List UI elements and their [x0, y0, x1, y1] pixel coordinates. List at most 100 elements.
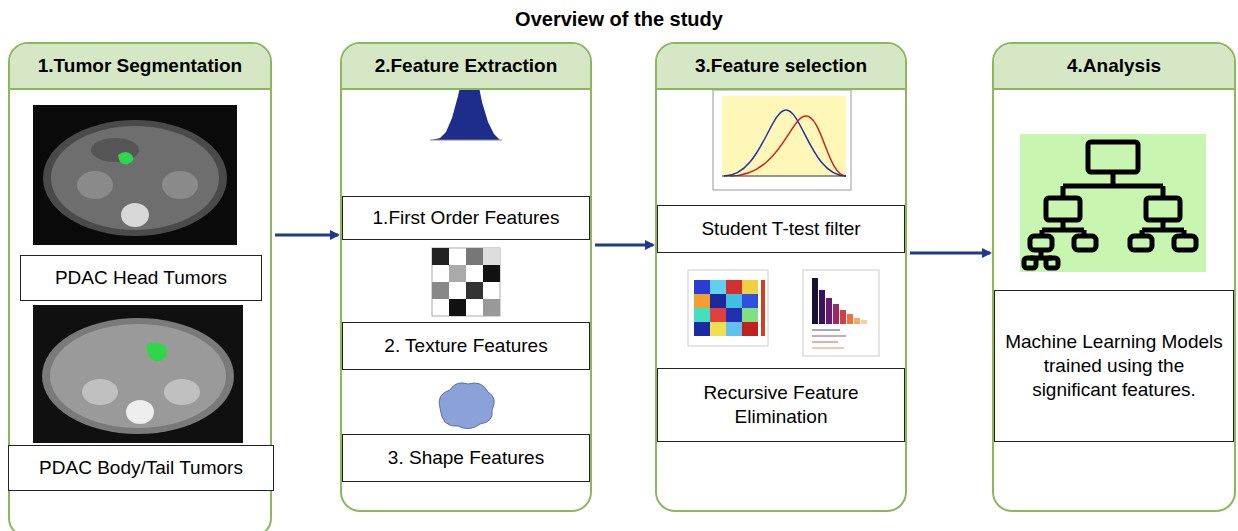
- illustration-part: [833, 304, 839, 324]
- illustration-part: [722, 176, 846, 177]
- flow-arrow: [275, 234, 338, 237]
- illustration-part: [77, 171, 113, 199]
- illustration-part: [1082, 230, 1087, 236]
- illustration-part: [722, 96, 846, 176]
- illustration-part: [432, 248, 449, 265]
- illustration-part: [726, 308, 742, 322]
- illustration-part: [726, 280, 742, 294]
- illustration-part: [1142, 228, 1184, 233]
- illustration-part: [33, 105, 237, 245]
- illustration-part: [840, 310, 846, 324]
- illustration-part: [742, 280, 758, 294]
- illustration-part: [432, 282, 449, 299]
- panel-header: 1.Tumor Segmentation: [10, 44, 270, 90]
- illustration-part: [694, 322, 710, 336]
- illustration-part: [726, 322, 742, 336]
- box-label: Machine Learning Models trained using th…: [1005, 330, 1223, 401]
- illustration-part: [118, 152, 133, 164]
- t-test-plot: [713, 90, 851, 190]
- illustration-part: [82, 379, 118, 405]
- step-box: 2. Texture Features: [342, 322, 590, 370]
- illustration-part: [432, 248, 500, 316]
- illustration-part: [1046, 198, 1080, 220]
- illustration-part: [162, 171, 198, 199]
- illustration-part: [1040, 230, 1045, 236]
- illustration-part: [1088, 142, 1138, 172]
- illustration-part: [449, 265, 466, 282]
- illustration-part: [812, 330, 840, 331]
- illustration-part: [126, 400, 154, 424]
- ranking-heatmap: [688, 270, 768, 346]
- illustration-part: [1174, 236, 1196, 250]
- illustration-part: [42, 318, 234, 434]
- illustration-part: [1074, 236, 1096, 250]
- illustration-part: [861, 320, 867, 324]
- illustration-part: [439, 383, 494, 429]
- panel-header: 2.Feature Extraction: [342, 44, 590, 90]
- panel-header: 4.Analysis: [994, 44, 1234, 90]
- stage-panel: 4.AnalysisMachine Learning Models traine…: [992, 42, 1236, 512]
- panel-header: 3.Feature selection: [657, 44, 905, 90]
- illustration-part: [812, 278, 818, 324]
- stage-panel: 3.Feature selectionStudent T-test filter…: [655, 42, 907, 512]
- illustration-part: [1024, 258, 1036, 268]
- box-label: 2. Texture Features: [384, 334, 547, 358]
- illustration-part: [694, 280, 710, 294]
- step-box: PDAC Head Tumors: [20, 255, 262, 301]
- step-box: Student T-test filter: [657, 205, 905, 253]
- illustration-part: [710, 280, 726, 294]
- illustration-part: [50, 324, 226, 428]
- box-label: Recursive Feature Elimination: [668, 381, 894, 429]
- illustration-part: [1140, 230, 1145, 236]
- illustration-part: [710, 322, 726, 336]
- illustration-part: [812, 342, 838, 343]
- box-label: 1.First Order Features: [373, 206, 560, 230]
- illustration-part: [694, 294, 710, 308]
- illustration-part: [742, 322, 758, 336]
- box-label: 3. Shape Features: [388, 446, 544, 470]
- illustration-part: [761, 280, 765, 336]
- illustration-part: [449, 299, 466, 316]
- illustration-part: [430, 140, 502, 141]
- illustration-part: [1182, 230, 1187, 236]
- illustration-part: [1130, 236, 1152, 250]
- illustration-part: [1042, 228, 1084, 233]
- decision-tree-icon: [1020, 134, 1206, 272]
- stage-panel: 1.Tumor SegmentationPDAC Head TumorsPDAC…: [8, 42, 272, 531]
- step-box: 3. Shape Features: [342, 434, 590, 482]
- illustration-part: [724, 110, 846, 176]
- illustration-part: [483, 265, 500, 282]
- illustration-part: [483, 299, 500, 316]
- illustration-part: [1020, 134, 1206, 272]
- illustration-part: [688, 270, 768, 346]
- illustration-part: [713, 90, 851, 190]
- step-box: Recursive Feature Elimination: [657, 368, 905, 442]
- illustration-part: [43, 120, 227, 236]
- ct-scan-body-tail: [33, 305, 243, 443]
- illustration-part: [812, 348, 844, 349]
- step-box: 1.First Order Features: [342, 196, 590, 240]
- stage-panel: 2.Feature Extraction 1.First Order Featur…: [340, 42, 592, 512]
- shape-icon: [439, 383, 494, 429]
- ct-scan-head: [33, 105, 237, 245]
- illustration-part: [847, 314, 853, 324]
- illustration-part: [466, 248, 483, 265]
- illustration-part: [51, 126, 219, 230]
- illustration-part: [730, 116, 846, 176]
- illustration-part: [33, 305, 243, 443]
- illustration-part: [1063, 184, 1163, 189]
- box-label: PDAC Head Tumors: [55, 266, 227, 290]
- illustration-part: [710, 294, 726, 308]
- illustration-part: [710, 308, 726, 322]
- illustration-part: [1024, 142, 1196, 268]
- illustration-part: [164, 379, 200, 405]
- illustration-part: [1030, 236, 1052, 250]
- illustration-part: [742, 308, 758, 322]
- flow-arrow: [910, 252, 990, 255]
- illustration-part: [812, 336, 846, 337]
- illustration-part: [121, 203, 149, 227]
- box-label: PDAC Body/Tail Tumors: [39, 456, 243, 480]
- illustration-part: [1046, 258, 1058, 268]
- importance-bar-chart: [803, 270, 879, 356]
